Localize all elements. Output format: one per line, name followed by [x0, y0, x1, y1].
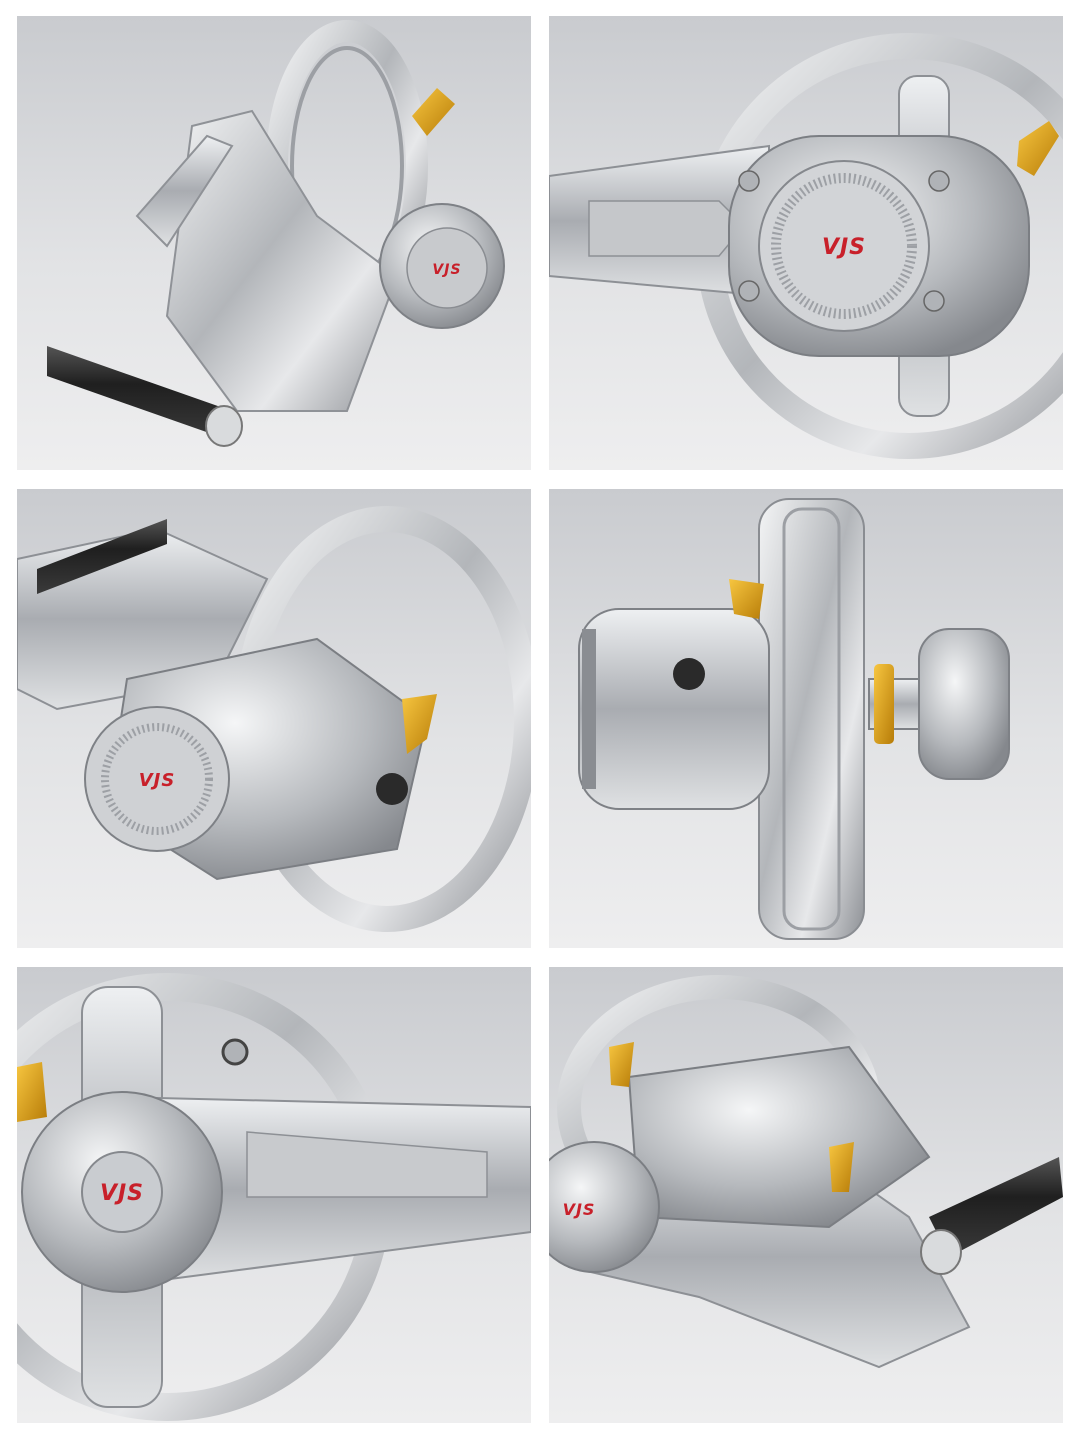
- cross-bar: [929, 1157, 1063, 1257]
- panel-top-axle: [549, 489, 1063, 948]
- panel-rear-isometric-alt: VJS: [549, 967, 1063, 1423]
- brake-lever: [17, 1062, 47, 1122]
- panel-front-isometric: VJS: [17, 489, 531, 948]
- render-motor-front: VJS: [17, 506, 531, 932]
- brand-logo: VJS: [822, 235, 866, 260]
- brake-lever: [412, 88, 455, 136]
- brand-logo: VJS: [100, 1181, 144, 1206]
- motor-cover: [758, 160, 930, 332]
- cross-bar: [37, 519, 167, 594]
- brake-lever: [402, 694, 437, 754]
- render-swingarm-side: VJS: [17, 973, 531, 1421]
- axle-nut: [874, 664, 894, 744]
- render-motor-side: VJS: [549, 33, 1063, 459]
- render-swingarm-rear-alt: VJS: [549, 975, 1063, 1369]
- brake-lever: [609, 1042, 634, 1087]
- oil-cap: [376, 773, 408, 805]
- brand-logo: VJS: [139, 770, 176, 791]
- panel-rear-isometric: VJS: [17, 16, 531, 470]
- wheel-rim: [758, 498, 865, 940]
- panel-side-motor: VJS: [549, 16, 1063, 470]
- hub-cap: [918, 628, 1010, 780]
- cross-bar: [47, 346, 232, 441]
- render-axle-top: [578, 498, 1010, 940]
- panel-side-swingarm: VJS: [17, 967, 531, 1423]
- motor-housing: [578, 608, 770, 810]
- motor-cover: [549, 1141, 660, 1273]
- render-swingarm-rear: VJS: [47, 20, 505, 447]
- oil-cap: [673, 658, 705, 690]
- swingarm: [165, 109, 399, 412]
- brake-lever: [729, 579, 764, 619]
- brand-logo: VJS: [432, 262, 461, 278]
- brake-lever: [1017, 121, 1059, 176]
- brand-logo: VJS: [563, 1200, 596, 1219]
